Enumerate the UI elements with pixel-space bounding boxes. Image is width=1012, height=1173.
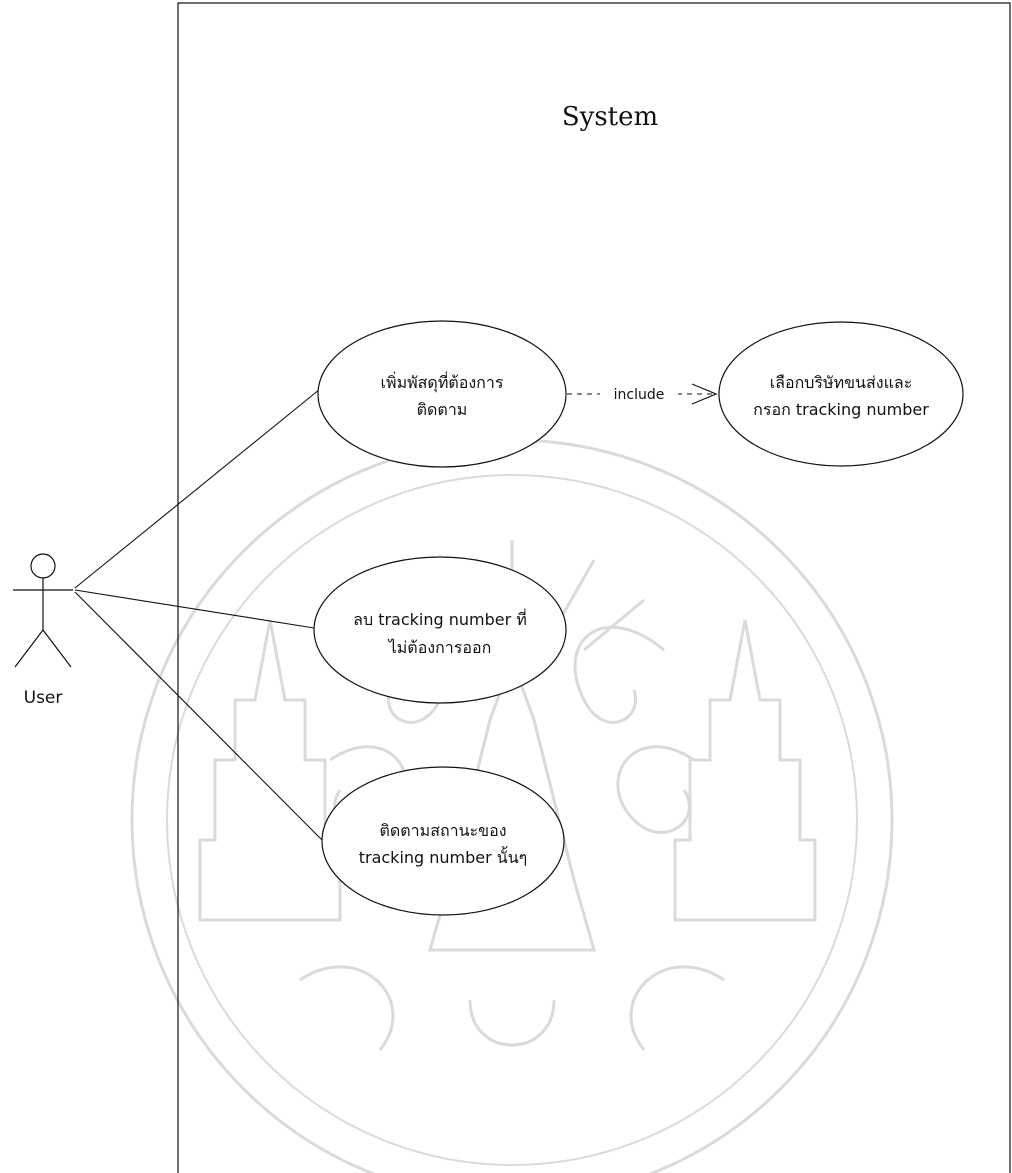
use-case-add-parcel-line2: ติดตาม: [417, 400, 468, 419]
use-case-delete-tracking-line1: ลบ tracking number ที่: [353, 608, 527, 629]
use-case-track-status-line2: tracking number นั้นๆ: [359, 846, 528, 867]
use-case-select-carrier-line2: กรอก tracking number: [753, 400, 929, 419]
include-label: include: [614, 387, 665, 403]
associations: [74, 384, 326, 841]
association-delete-tracking: [74, 589, 315, 629]
association-track-status: [74, 591, 323, 841]
use-case-add-parcel[interactable]: เพิ่มพัสดุที่ต้องการ ติดตาม: [317, 320, 567, 468]
actor-user-figure[interactable]: [13, 553, 73, 668]
use-case-select-carrier[interactable]: เลือกบริษัทขนส่งและ กรอก tracking number: [718, 321, 964, 467]
use-case-delete-tracking-line2: ไม่ต้องการออก: [387, 638, 492, 657]
include-arrowhead: [691, 383, 718, 405]
use-case-track-status-line1: ติดตามสถานะของ: [379, 821, 506, 840]
use-case-add-parcel-line1: เพิ่มพัสดุที่ต้องการ: [381, 371, 504, 393]
use-case-select-carrier-line1: เลือกบริษัทขนส่งและ: [770, 373, 913, 392]
include-label-bg: [600, 382, 678, 404]
use-case-track-status[interactable]: ติดตามสถานะของ tracking number นั้นๆ: [321, 766, 565, 916]
use-case-delete-tracking[interactable]: ลบ tracking number ที่ ไม่ต้องการออก: [313, 556, 567, 704]
actor-label: User: [24, 688, 63, 708]
system-title: System: [562, 102, 658, 132]
association-add-parcel: [74, 384, 326, 589]
system-boundary: [177, 2, 1011, 1173]
